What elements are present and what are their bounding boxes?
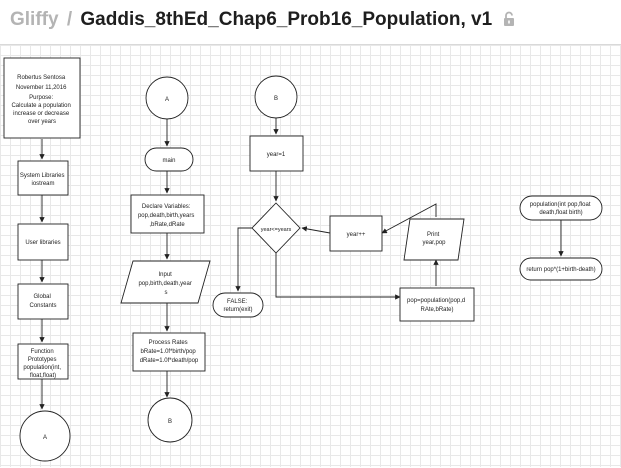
- connector-a-bottom-label: A: [43, 435, 47, 441]
- document-title[interactable]: Gaddis_8thEd_Chap6_Prob16_Population, v1: [80, 9, 493, 30]
- protos-line-1: Function: [31, 349, 54, 355]
- connector-b-bottom-label: B: [168, 419, 172, 425]
- flowchart-node-global-constants[interactable]: Global Constants: [17, 283, 69, 320]
- edge-yearinc-to-decision: [301, 226, 331, 234]
- flowchart-node-declare-variables[interactable]: Declare Variables: pop,death,birth,years…: [130, 194, 205, 234]
- func-start-line-2: death,float birth): [539, 210, 582, 216]
- user-libs-text: User libraries: [25, 240, 60, 246]
- input-line-3: s: [165, 290, 168, 296]
- document-header: Gliffy / Gaddis_8thEd_Chap6_Prob16_Popul…: [0, 0, 621, 44]
- flowchart-node-input[interactable]: Input pop,birth,death,year s: [120, 260, 211, 304]
- false-end-line-1: FALSE:: [227, 299, 248, 305]
- func-start-text: population(int pop,float death,float bir…: [530, 202, 592, 216]
- process-line-2: bRate=1.0f*birth/pop: [141, 349, 197, 355]
- flowchart-node-decision[interactable]: year<=years: [251, 202, 301, 254]
- pop-calc-line-2: RAte,bRate): [420, 307, 453, 313]
- flowchart-node-header[interactable]: Robertus Sentosa November 11,2016 Purpos…: [3, 57, 81, 139]
- flowchart-node-function-return[interactable]: return pop*(1+birth-death): [519, 257, 603, 281]
- title-row: Gliffy / Gaddis_8thEd_Chap6_Prob16_Popul…: [10, 9, 515, 33]
- connector-a-top-label: A: [165, 97, 169, 103]
- year-inc-label: year++: [347, 232, 366, 238]
- connector-b-top-label: B: [274, 96, 278, 102]
- header-line-3: Purpose:: [29, 95, 53, 101]
- header-line-6: over years: [28, 119, 56, 125]
- year-init-label: year=1: [267, 152, 286, 158]
- header-box-text: Robertus Sentosa November 11,2016 Purpos…: [11, 75, 72, 125]
- edge-decision-to-false: [235, 227, 252, 292]
- print-line-1: Print: [427, 232, 440, 238]
- func-return-label: return pop*(1+birth-death): [526, 267, 595, 273]
- func-start-line-1: population(int pop,float: [530, 202, 591, 208]
- header-line-4: Calculate a population: [11, 103, 70, 109]
- flowchart-node-false-end[interactable]: FALSE: return(exit): [212, 292, 264, 318]
- flowchart-node-main[interactable]: main: [144, 147, 194, 172]
- globals-line-2: Constants: [29, 303, 56, 309]
- edge-print-to-yearinc: [381, 203, 437, 234]
- declare-text: Declare Variables: pop,death,birth,years…: [138, 204, 196, 228]
- globals-line-1: Global: [33, 294, 50, 300]
- flowchart-node-user-libraries[interactable]: User libraries: [17, 223, 69, 261]
- connector-a-bottom[interactable]: A: [19, 410, 71, 462]
- flowchart-node-year-init[interactable]: year=1: [249, 135, 304, 172]
- protos-line-3: population(int,: [23, 365, 61, 371]
- connector-b-bottom[interactable]: B: [147, 397, 193, 443]
- protos-text: Function Prototypes population(int, floa…: [23, 349, 62, 379]
- decision-label: year<=years: [261, 227, 292, 233]
- false-end-text: FALSE: return(exit): [223, 299, 252, 313]
- input-line-1: Input: [158, 272, 172, 278]
- declare-line-2: pop,death,birth,years: [138, 213, 194, 219]
- protos-line-2: Prototypes: [28, 357, 57, 363]
- print-line-2: year,pop: [422, 240, 446, 246]
- flowchart-node-pop-calc[interactable]: pop=population(pop,d RAte,bRate): [399, 287, 475, 322]
- flowchart-diagram: Robertus Sentosa November 11,2016 Purpos…: [3, 57, 603, 462]
- breadcrumb-separator: /: [66, 9, 73, 30]
- system-libs-text: System Libraries iostream: [20, 173, 66, 187]
- protos-line-4: float,float): [30, 373, 56, 379]
- system-libs-line-2: iostream: [31, 181, 54, 187]
- print-text: Print year,pop: [422, 232, 446, 246]
- flowchart-node-process-rates[interactable]: Process Rates bRate=1.0f*birth/pop dRate…: [132, 332, 206, 372]
- pop-calc-line-1: pop=population(pop,d: [407, 298, 465, 304]
- input-line-2: pop,birth,death,year: [138, 281, 191, 287]
- unlocked-padlock-icon[interactable]: [503, 11, 515, 33]
- header-line-1: Robertus Sentosa: [17, 75, 66, 81]
- flowchart-node-system-libraries[interactable]: System Libraries iostream: [17, 160, 69, 196]
- main-label: main: [162, 158, 175, 164]
- header-line-2: November 11,2016: [16, 85, 67, 91]
- false-end-line-2: return(exit): [223, 307, 252, 313]
- process-line-1: Process Rates: [149, 340, 188, 346]
- globals-text: Global Constants: [29, 294, 56, 309]
- process-line-3: dRate=1.0f*death/pop: [140, 358, 199, 364]
- flowchart-node-year-increment[interactable]: year++: [329, 215, 383, 252]
- input-text: Input pop,birth,death,year s: [138, 272, 193, 296]
- pop-calc-text: pop=population(pop,d RAte,bRate): [407, 298, 467, 313]
- app-name[interactable]: Gliffy: [10, 9, 59, 30]
- flowchart-node-function-start[interactable]: population(int pop,float death,float bir…: [519, 195, 603, 221]
- system-libs-line-1: System Libraries: [20, 173, 65, 179]
- connector-a-top[interactable]: A: [145, 76, 189, 120]
- flowchart-node-function-prototypes[interactable]: Function Prototypes population(int, floa…: [17, 343, 69, 380]
- connector-b-top[interactable]: B: [254, 75, 298, 119]
- header-line-5: increase or decrease: [13, 111, 70, 117]
- declare-line-3: ,bRate,dRate: [149, 222, 185, 228]
- flow-edges: [39, 116, 564, 410]
- flowchart-node-print[interactable]: Print year,pop: [403, 218, 465, 261]
- declare-line-1: Declare Variables:: [142, 204, 191, 210]
- edge-decision-to-popcalc: [275, 253, 401, 300]
- diagram-canvas[interactable]: Robertus Sentosa November 11,2016 Purpos…: [0, 44, 621, 467]
- process-text: Process Rates bRate=1.0f*birth/pop dRate…: [140, 340, 199, 364]
